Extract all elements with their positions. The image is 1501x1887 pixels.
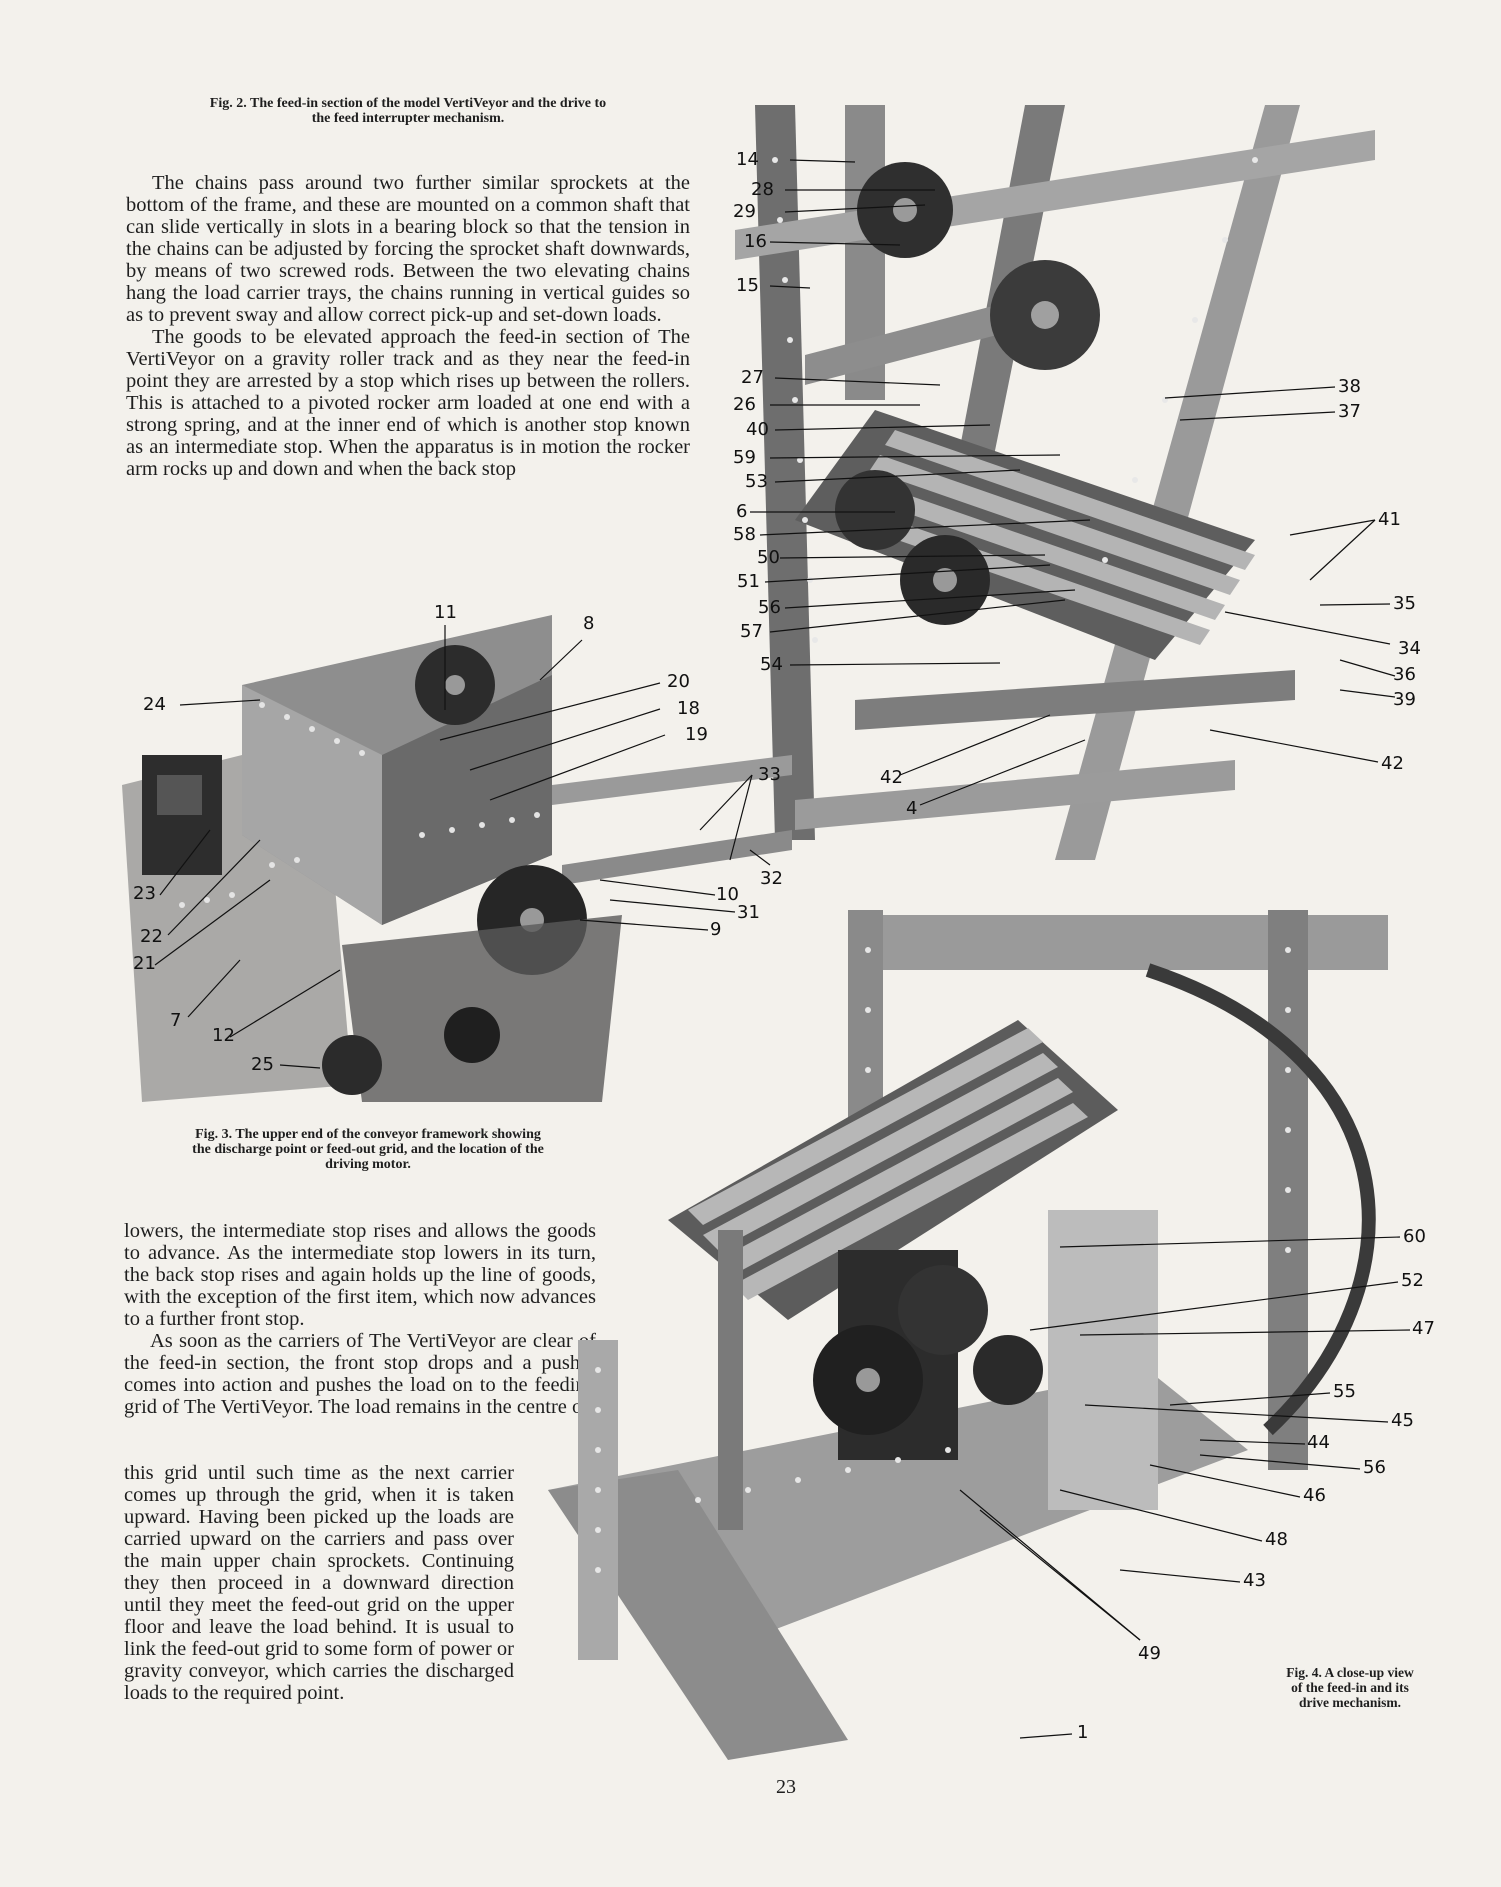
fig4-caption-line2: of the feed-in and its <box>1291 1680 1409 1695</box>
fig4-photo <box>548 910 1428 1760</box>
fig2-illustration <box>735 105 1375 860</box>
fig4-caption-line3: drive mechanism. <box>1299 1695 1401 1710</box>
label-16: 16 <box>744 231 767 252</box>
label-23: 23 <box>133 883 156 904</box>
label-44: 44 <box>1307 1432 1330 1453</box>
label-49: 49 <box>1138 1643 1161 1664</box>
label-6: 6 <box>736 501 748 522</box>
label-25: 25 <box>251 1054 274 1075</box>
article-text-top: The chains pass around two further simil… <box>126 172 690 480</box>
fig3-illustration <box>122 615 792 1102</box>
label-48: 48 <box>1265 1529 1288 1550</box>
label-19: 19 <box>685 724 708 745</box>
label-8: 8 <box>583 613 595 634</box>
fig4-caption: Fig. 4. A close-up view of the feed-in a… <box>1240 1665 1460 1710</box>
label-45: 45 <box>1391 1410 1414 1431</box>
label-10: 10 <box>716 884 739 905</box>
label-20: 20 <box>667 671 690 692</box>
label-33: 33 <box>758 764 781 785</box>
label-40: 40 <box>746 419 769 440</box>
fig2-caption-line1: Fig. 2. The feed-in section of the model… <box>209 96 607 111</box>
label-46: 46 <box>1303 1485 1326 1506</box>
label-52: 52 <box>1401 1270 1424 1291</box>
label-14: 14 <box>736 149 759 170</box>
label-22: 22 <box>140 926 163 947</box>
fig4-caption-line1: Fig. 4. A close-up view <box>1286 1665 1414 1680</box>
page-number: 23 <box>776 1776 796 1798</box>
fig2-caption-line2: the feed interrupter mechanism. <box>311 111 505 126</box>
label-58: 58 <box>733 524 756 545</box>
label-11: 11 <box>434 602 457 623</box>
label-1: 1 <box>1077 1722 1089 1743</box>
label-29: 29 <box>733 201 756 222</box>
label-43: 43 <box>1243 1570 1266 1591</box>
label-26: 26 <box>733 394 756 415</box>
label-35: 35 <box>1393 593 1416 614</box>
label-37: 37 <box>1338 401 1361 422</box>
paragraph: The chains pass around two further simil… <box>126 172 690 326</box>
label-27: 27 <box>741 367 764 388</box>
label-53: 53 <box>745 471 768 492</box>
label-57: 57 <box>740 621 763 642</box>
fig2-caption: Fig. 2. The feed-in section of the model… <box>118 96 698 126</box>
label-15: 15 <box>736 275 759 296</box>
label-56-bottom: 56 <box>1363 1457 1386 1478</box>
label-7: 7 <box>170 1010 182 1031</box>
label-38: 38 <box>1338 376 1361 397</box>
label-39: 39 <box>1393 689 1416 710</box>
label-50: 50 <box>757 547 780 568</box>
label-31: 31 <box>737 902 760 923</box>
label-32: 32 <box>760 868 783 889</box>
label-24: 24 <box>143 694 166 715</box>
label-42-left: 42 <box>880 767 903 788</box>
label-36: 36 <box>1393 664 1416 685</box>
label-56-top: 56 <box>758 597 781 618</box>
paragraph: As soon as the carriers of The VertiVeyo… <box>124 1330 596 1418</box>
label-55: 55 <box>1333 1381 1356 1402</box>
label-18: 18 <box>677 698 700 719</box>
fig3-caption-line2: the discharge point or feed-out grid, an… <box>192 1142 544 1157</box>
article-text-bottom: lowers, the intermediate stop rises and … <box>124 1220 596 1418</box>
fig3-caption: Fig. 3. The upper end of the conveyor fr… <box>118 1127 618 1172</box>
label-60: 60 <box>1403 1226 1426 1247</box>
label-47: 47 <box>1412 1318 1435 1339</box>
paragraph: this grid until such time as the next ca… <box>124 1462 514 1704</box>
label-51: 51 <box>737 571 760 592</box>
label-54: 54 <box>760 654 783 675</box>
label-41: 41 <box>1378 509 1401 530</box>
fig3-caption-line1: Fig. 3. The upper end of the conveyor fr… <box>195 1127 541 1142</box>
label-42-right: 42 <box>1381 753 1404 774</box>
fig4-illustration <box>548 910 1388 1760</box>
label-34: 34 <box>1398 638 1421 659</box>
label-9: 9 <box>710 919 722 940</box>
paragraph: The goods to be elevated approach the fe… <box>126 326 690 480</box>
label-28: 28 <box>751 179 774 200</box>
label-59: 59 <box>733 447 756 468</box>
fig3-photo <box>122 605 792 1102</box>
label-21: 21 <box>133 953 156 974</box>
article-text-bottom-narrow: this grid until such time as the next ca… <box>124 1462 514 1704</box>
fig3-caption-line3: driving motor. <box>325 1157 411 1172</box>
fig2-photo <box>735 100 1375 865</box>
label-12: 12 <box>212 1025 235 1046</box>
label-4: 4 <box>906 798 918 819</box>
paragraph: lowers, the intermediate stop rises and … <box>124 1220 596 1330</box>
